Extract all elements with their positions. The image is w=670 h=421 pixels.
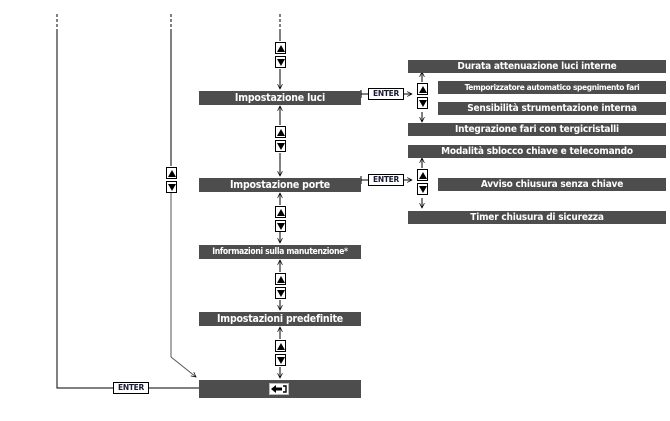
up-arrow-icon xyxy=(418,85,427,93)
menu-item-impostazione-porte[interactable]: Impostazione porte xyxy=(199,178,361,192)
up-arrow-button-spine-2[interactable] xyxy=(275,126,286,138)
up-arrow-icon xyxy=(276,44,285,52)
back-icon xyxy=(269,383,289,395)
up-arrow-icon xyxy=(276,275,285,283)
up-arrow-button-spine-5[interactable] xyxy=(275,340,286,352)
menu-item-impostazioni-predefinite[interactable]: Impostazioni predefinite xyxy=(199,312,361,326)
enter-button-back[interactable]: ENTER xyxy=(113,382,149,394)
down-arrow-icon xyxy=(276,289,285,297)
down-arrow-button-spine-3[interactable] xyxy=(275,220,286,232)
enter-button-porte[interactable]: ENTER xyxy=(368,174,404,186)
down-arrow-button-porte-sub[interactable] xyxy=(417,183,428,195)
continuation-dashes xyxy=(56,14,281,30)
down-arrow-button-luci-sub[interactable] xyxy=(417,97,428,109)
submenu-temporizzatore-fari[interactable]: Temporizzatore automatico spegnimento fa… xyxy=(438,81,666,94)
down-arrow-button-spine-2[interactable] xyxy=(275,140,286,152)
up-arrow-button-spine-4[interactable] xyxy=(275,273,286,285)
up-arrow-button-spine-1[interactable] xyxy=(275,42,286,54)
menu-item-informazioni-manutenzione[interactable]: Informazioni sulla manutenzione* xyxy=(199,245,361,259)
up-arrow-icon xyxy=(276,128,285,136)
submenu-durata-attenuazione[interactable]: Durata attenuazione luci interne xyxy=(408,60,666,73)
enter-button-luci[interactable]: ENTER xyxy=(368,88,404,100)
return-loop-line xyxy=(56,30,199,389)
up-arrow-button-luci-sub[interactable] xyxy=(417,83,428,95)
up-arrow-icon xyxy=(167,169,176,177)
down-arrow-button-left-cycle[interactable] xyxy=(166,181,177,193)
up-arrow-button-left-cycle[interactable] xyxy=(166,167,177,179)
up-arrow-icon xyxy=(276,342,285,350)
up-arrow-icon xyxy=(418,171,427,179)
down-arrow-icon xyxy=(276,356,285,364)
submenu-sensibilita-strumentazione[interactable]: Sensibilità strumentazione interna xyxy=(438,102,666,115)
down-arrow-icon xyxy=(167,183,176,191)
down-arrow-icon xyxy=(418,99,427,107)
submenu-modalita-sblocco[interactable]: Modalità sblocco chiave e telecomando xyxy=(408,145,666,158)
menu-item-impostazione-luci[interactable]: Impostazione luci xyxy=(199,91,361,105)
submenu-timer-chiusura[interactable]: Timer chiusura di sicurezza xyxy=(408,211,666,224)
menu-item-back[interactable] xyxy=(199,380,361,398)
submenu-integrazione-fari[interactable]: Integrazione fari con tergicristalli xyxy=(408,123,666,136)
down-arrow-icon xyxy=(276,58,285,66)
submenu-avviso-chiusura[interactable]: Avviso chiusura senza chiave xyxy=(438,178,666,191)
down-arrow-button-spine-4[interactable] xyxy=(275,287,286,299)
enter-connectors xyxy=(360,90,412,184)
down-arrow-icon xyxy=(276,222,285,230)
down-arrow-icon xyxy=(418,185,427,193)
up-arrow-button-porte-sub[interactable] xyxy=(417,169,428,181)
down-arrow-button-spine-1[interactable] xyxy=(275,56,286,68)
up-arrow-icon xyxy=(276,208,285,216)
down-arrow-button-spine-5[interactable] xyxy=(275,354,286,366)
main-cycle-line xyxy=(170,30,196,377)
down-arrow-icon xyxy=(276,142,285,150)
up-arrow-button-spine-3[interactable] xyxy=(275,206,286,218)
